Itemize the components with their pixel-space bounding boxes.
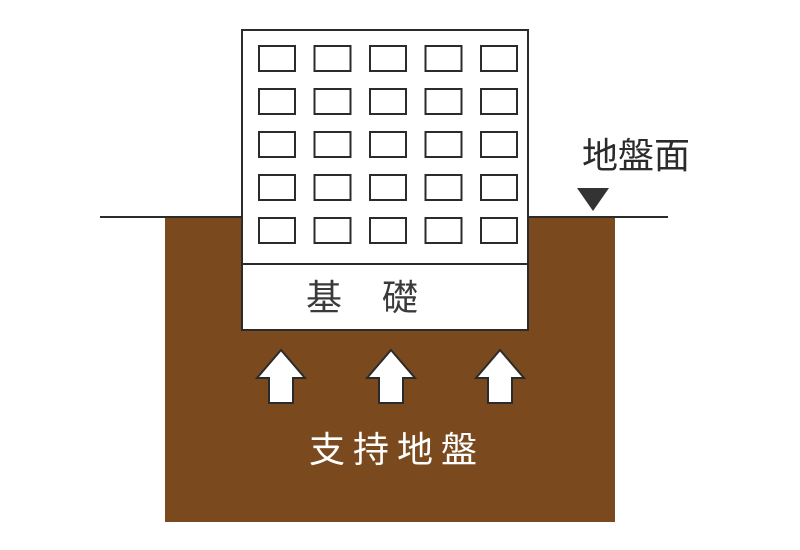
window xyxy=(313,217,352,244)
window xyxy=(313,131,352,158)
window xyxy=(258,45,296,72)
up-arrow-icon xyxy=(364,348,418,404)
window xyxy=(369,174,407,201)
window xyxy=(258,174,296,201)
inverted-triangle-icon xyxy=(577,188,609,211)
window xyxy=(424,217,463,244)
building-windows xyxy=(258,45,518,244)
window xyxy=(480,131,518,158)
window xyxy=(424,131,463,158)
window xyxy=(480,88,518,115)
window xyxy=(313,45,352,72)
foundation-label: 基礎 xyxy=(306,278,458,319)
window xyxy=(480,174,518,201)
window xyxy=(424,88,463,115)
window xyxy=(480,45,518,72)
up-arrow-icon xyxy=(473,348,527,404)
bearing-ground-label: 支持地盤 xyxy=(309,430,485,471)
window xyxy=(369,217,407,244)
window xyxy=(258,88,296,115)
window xyxy=(313,174,352,201)
up-arrow-icon xyxy=(254,348,308,404)
ground-surface-label: 地盤面 xyxy=(582,136,690,177)
window xyxy=(258,217,296,244)
window xyxy=(369,88,407,115)
window xyxy=(424,45,463,72)
window xyxy=(369,131,407,158)
window xyxy=(313,88,352,115)
window xyxy=(480,217,518,244)
window xyxy=(424,174,463,201)
load-arrows xyxy=(254,348,527,404)
window xyxy=(369,45,407,72)
foundation-block xyxy=(241,263,529,331)
window xyxy=(258,131,296,158)
